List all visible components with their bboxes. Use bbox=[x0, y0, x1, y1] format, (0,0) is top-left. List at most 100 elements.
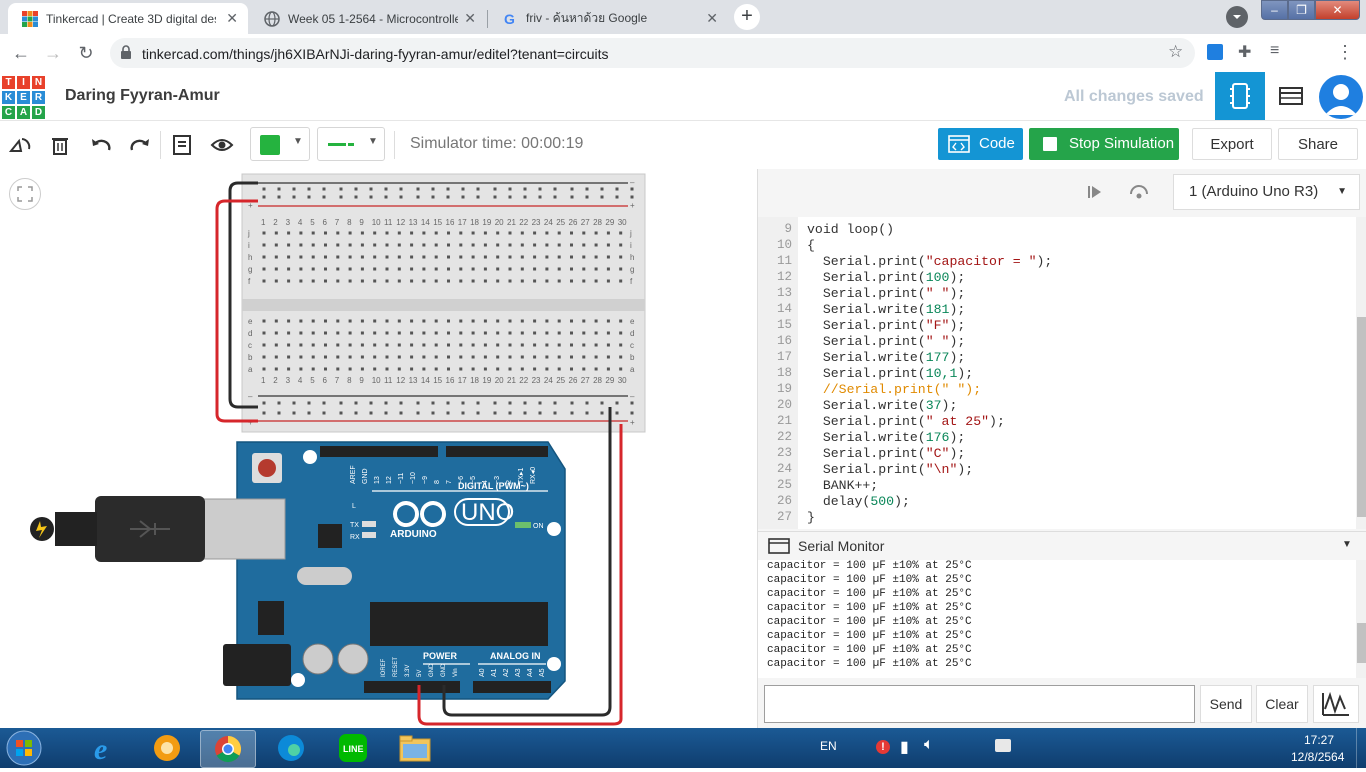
clear-button[interactable]: Clear bbox=[1256, 685, 1308, 723]
undo-icon[interactable] bbox=[89, 133, 113, 157]
back-arrow-icon[interactable]: ← bbox=[12, 43, 30, 63]
delete-trash-icon[interactable] bbox=[48, 133, 72, 157]
breadboard-hole bbox=[520, 367, 524, 371]
breadboard-hole bbox=[447, 331, 450, 335]
scrollbar-thumb[interactable] bbox=[1357, 623, 1366, 663]
wire-color-select[interactable]: ▼ bbox=[250, 127, 310, 161]
device-select[interactable]: 1 (Arduino Uno R3) ▼ bbox=[1173, 174, 1360, 210]
tab-week05[interactable]: Week 05 1-2564 - Microcontrolle ✕ bbox=[250, 3, 486, 34]
close-window-icon[interactable]: ✕ bbox=[1315, 0, 1360, 20]
breadboard-hole bbox=[483, 343, 487, 347]
pin-label: 12 bbox=[386, 476, 393, 484]
wire-type-select[interactable]: ▼ bbox=[317, 127, 385, 161]
file-explorer-taskbar-button[interactable] bbox=[388, 730, 442, 766]
reload-icon[interactable]: ↻ bbox=[78, 43, 94, 63]
close-tab-icon[interactable]: ✕ bbox=[464, 10, 476, 26]
address-bar[interactable]: ☆ bbox=[110, 38, 1195, 68]
tab-tinkercad[interactable]: Tinkercad | Create 3D digital desi ✕ bbox=[8, 3, 248, 34]
chrome-taskbar-button[interactable] bbox=[200, 730, 256, 768]
breadboard-hole bbox=[538, 195, 542, 199]
fit-to-view-button[interactable] bbox=[9, 178, 41, 210]
serial-scrollbar[interactable] bbox=[1356, 560, 1366, 678]
redo-icon[interactable] bbox=[128, 133, 152, 157]
show-desktop-button[interactable] bbox=[1356, 728, 1366, 768]
scrollbar-thumb[interactable] bbox=[1357, 317, 1366, 517]
start-button[interactable] bbox=[4, 730, 44, 766]
maximize-window-icon[interactable]: ❐ bbox=[1288, 0, 1315, 20]
close-tab-icon[interactable]: ✕ bbox=[226, 10, 238, 26]
serial-input-field[interactable] bbox=[764, 685, 1195, 723]
user-avatar[interactable] bbox=[1319, 75, 1363, 119]
export-button[interactable]: Export bbox=[1192, 128, 1272, 160]
action-center-icon[interactable] bbox=[995, 739, 1011, 752]
circuit-view-button[interactable] bbox=[1215, 72, 1265, 120]
breadboard-hole bbox=[615, 401, 619, 405]
edge-taskbar-button[interactable] bbox=[264, 730, 318, 766]
breadboard-hole bbox=[582, 343, 586, 347]
project-name[interactable]: Daring Fyyran-Amur bbox=[65, 87, 220, 104]
serial-monitor-header[interactable]: Serial Monitor ▼ bbox=[758, 531, 1366, 561]
code-editor[interactable]: void loop(){ Serial.print("capacitor = "… bbox=[758, 217, 1366, 529]
share-button[interactable]: Share bbox=[1278, 128, 1358, 160]
line-taskbar-button[interactable]: LINE bbox=[326, 730, 380, 766]
breadboard-hole bbox=[520, 255, 524, 259]
clock-time[interactable]: 17:27 bbox=[1304, 733, 1335, 747]
code-button[interactable]: Code bbox=[938, 128, 1023, 160]
bookmark-star-icon[interactable]: ☆ bbox=[1168, 42, 1184, 61]
breadboard-hole bbox=[600, 411, 604, 415]
rotate-icon[interactable] bbox=[8, 133, 32, 157]
breadboard-hole bbox=[606, 331, 610, 335]
visibility-eye-icon[interactable] bbox=[210, 133, 234, 157]
svg-text:LINE: LINE bbox=[343, 744, 364, 754]
breadboard-hole bbox=[274, 343, 278, 347]
breadboard-hole bbox=[557, 279, 561, 283]
extension-icon[interactable] bbox=[1207, 44, 1223, 60]
component-list-view-button[interactable] bbox=[1266, 72, 1316, 120]
close-tab-icon[interactable]: ✕ bbox=[706, 10, 718, 26]
tinkercad-logo[interactable]: T I N K E R C A D bbox=[2, 76, 46, 120]
minimize-window-icon[interactable]: – bbox=[1261, 0, 1288, 20]
collapse-chevron-icon[interactable]: ▼ bbox=[1342, 539, 1352, 550]
debugger-icon[interactable] bbox=[1128, 182, 1150, 207]
breadboard-hole bbox=[311, 231, 315, 235]
breadboard-hole bbox=[594, 243, 598, 247]
chrome-icon bbox=[215, 735, 242, 763]
breadboard-hole bbox=[520, 243, 524, 247]
send-button[interactable]: Send bbox=[1200, 685, 1252, 723]
code-scrollbar[interactable] bbox=[1356, 217, 1366, 529]
breadboard-hole bbox=[307, 195, 311, 199]
breadboard-hole bbox=[274, 267, 278, 271]
breadboard-hole bbox=[324, 231, 327, 235]
menu-dots-icon[interactable]: ⋮ bbox=[1336, 42, 1354, 62]
step-debug-icon[interactable] bbox=[1086, 183, 1104, 206]
new-tab-button[interactable]: + bbox=[734, 4, 760, 30]
speaker-volume-icon[interactable]: 🔈︎ bbox=[924, 736, 934, 753]
breadboard-hole bbox=[397, 367, 401, 371]
notes-icon[interactable] bbox=[170, 133, 194, 157]
breadboard-hole bbox=[410, 279, 414, 283]
puzzle-extensions-icon[interactable]: ✚ bbox=[1238, 44, 1252, 61]
usb-cable bbox=[30, 496, 286, 562]
stop-simulation-button[interactable]: Stop Simulation bbox=[1029, 128, 1179, 160]
breadboard-hole bbox=[274, 231, 278, 235]
breadboard-hole bbox=[508, 243, 512, 247]
breadboard-label: h bbox=[630, 253, 634, 262]
reading-list-icon[interactable]: ≡ bbox=[1270, 42, 1280, 59]
forward-arrow-icon[interactable]: → bbox=[44, 43, 62, 63]
tab-friv-google[interactable]: G friv - ค้นหาด้วย Google ✕ bbox=[488, 3, 728, 34]
usb-device-icon[interactable]: ▮ bbox=[900, 739, 909, 756]
breadboard-label: 28 bbox=[593, 376, 602, 385]
breadboard-hole bbox=[410, 255, 414, 259]
profile-dropdown-icon[interactable] bbox=[1226, 6, 1248, 28]
alert-icon[interactable]: ! bbox=[876, 740, 890, 754]
pin-label: 3.3V bbox=[405, 665, 411, 677]
clock-date[interactable]: 12/8/2564 bbox=[1291, 750, 1345, 764]
graph-toggle-button[interactable] bbox=[1313, 685, 1359, 723]
input-language[interactable]: EN bbox=[820, 739, 837, 753]
media-player-taskbar-button[interactable] bbox=[140, 730, 194, 766]
internet-explorer-taskbar-button[interactable]: e bbox=[78, 730, 132, 766]
breadboard-hole bbox=[385, 255, 389, 259]
breadboard-hole bbox=[336, 243, 340, 247]
breadboard-hole bbox=[496, 243, 500, 247]
